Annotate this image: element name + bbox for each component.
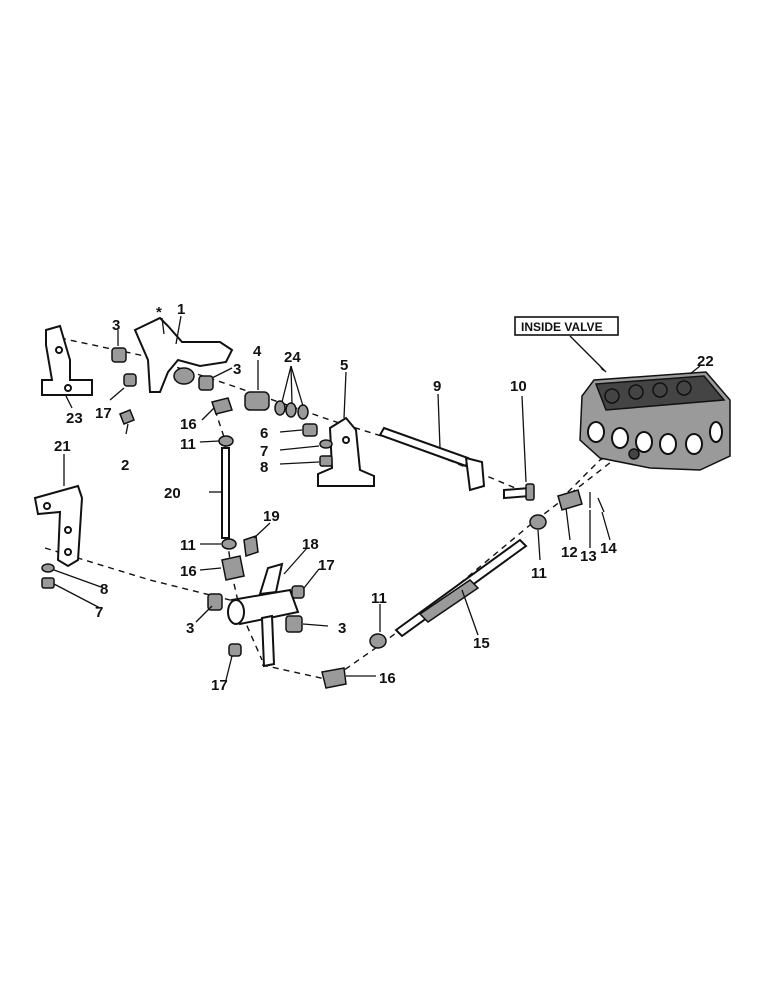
washer-8 xyxy=(41,563,55,573)
label-3-lower-left: 3 xyxy=(186,620,194,637)
label-20: 20 xyxy=(164,485,181,502)
label-17-mid: 17 xyxy=(318,557,335,574)
label-15: 15 xyxy=(473,635,490,652)
label-11-mid: 11 xyxy=(180,537,196,554)
nut-8 xyxy=(319,455,333,467)
label-18: 18 xyxy=(302,536,319,553)
label-19: 19 xyxy=(263,508,280,525)
pedal-lever-1 xyxy=(133,316,234,393)
bracket-23 xyxy=(41,324,93,396)
cross-lever-18 xyxy=(227,562,300,668)
label-3-pedal: 3 xyxy=(233,361,241,378)
label-7-left: 7 xyxy=(95,604,103,621)
label-14: 14 xyxy=(600,540,617,557)
label-3-top: 3 xyxy=(112,317,120,334)
callout-box xyxy=(514,316,619,336)
callout-text: INSIDE VALVE xyxy=(521,320,603,334)
bushing-3a xyxy=(111,347,127,363)
rod-20 xyxy=(221,447,230,539)
washer-7 xyxy=(319,439,333,449)
label-12: 12 xyxy=(561,544,578,561)
label-star: * xyxy=(156,304,162,321)
fitting-12 xyxy=(557,489,583,511)
label-17-top: 17 xyxy=(95,405,112,422)
label-1: 1 xyxy=(177,301,185,318)
label-11-right: 11 xyxy=(531,565,547,582)
nut-11a xyxy=(529,514,547,530)
label-2: 2 xyxy=(121,457,129,474)
nut-11d xyxy=(369,633,387,649)
label-8-left: 8 xyxy=(100,581,108,598)
nut-11b xyxy=(218,435,234,447)
label-5: 5 xyxy=(340,357,348,374)
connecting-rod-15 xyxy=(394,538,528,638)
bushing-4 xyxy=(244,391,270,411)
bolt-2 xyxy=(119,409,135,425)
label-6: 6 xyxy=(260,425,268,442)
leader-lines xyxy=(53,315,701,681)
label-17-bottom: 17 xyxy=(211,677,228,694)
bushing-3b xyxy=(198,375,214,391)
label-4: 4 xyxy=(253,343,262,360)
label-22: 22 xyxy=(697,353,714,370)
label-24: 24 xyxy=(284,349,301,366)
label-9: 9 xyxy=(433,378,441,395)
inside-valve-callout: INSIDE VALVE xyxy=(514,316,619,373)
nut-11c xyxy=(221,538,237,550)
label-16-top: 16 xyxy=(180,416,197,433)
control-valve-22 xyxy=(579,371,731,471)
nut-17b xyxy=(291,585,305,599)
part-labels: 1 * 3 3 4 24 5 9 10 22 23 17 2 16 11 6 7… xyxy=(54,301,714,694)
label-23: 23 xyxy=(66,410,83,427)
washers-24 xyxy=(274,400,309,420)
bushing-6 xyxy=(302,423,318,437)
label-8-mid: 8 xyxy=(260,459,268,476)
label-10: 10 xyxy=(510,378,527,395)
fitting-16c xyxy=(321,667,347,689)
bolt-10 xyxy=(503,483,535,501)
nut-17c xyxy=(228,643,242,657)
label-7-mid: 7 xyxy=(260,443,268,460)
bracket-5 xyxy=(317,416,375,487)
shaft-9 xyxy=(378,426,486,492)
fitting-16a xyxy=(211,397,233,415)
label-11-lower: 11 xyxy=(371,590,387,607)
label-21: 21 xyxy=(54,438,71,455)
fitting-19 xyxy=(243,534,259,558)
bushing-3d xyxy=(285,615,303,633)
fitting-16b xyxy=(221,555,245,581)
nut-17a xyxy=(123,373,137,387)
pin-14 xyxy=(597,497,605,513)
nut-7 xyxy=(41,577,55,589)
label-16-mid: 16 xyxy=(180,563,197,580)
label-11-top: 11 xyxy=(180,436,196,453)
label-3-lower-right: 3 xyxy=(338,620,346,637)
label-16-bottom: 16 xyxy=(379,670,396,687)
bracket-21 xyxy=(33,484,84,568)
label-13: 13 xyxy=(580,548,597,565)
